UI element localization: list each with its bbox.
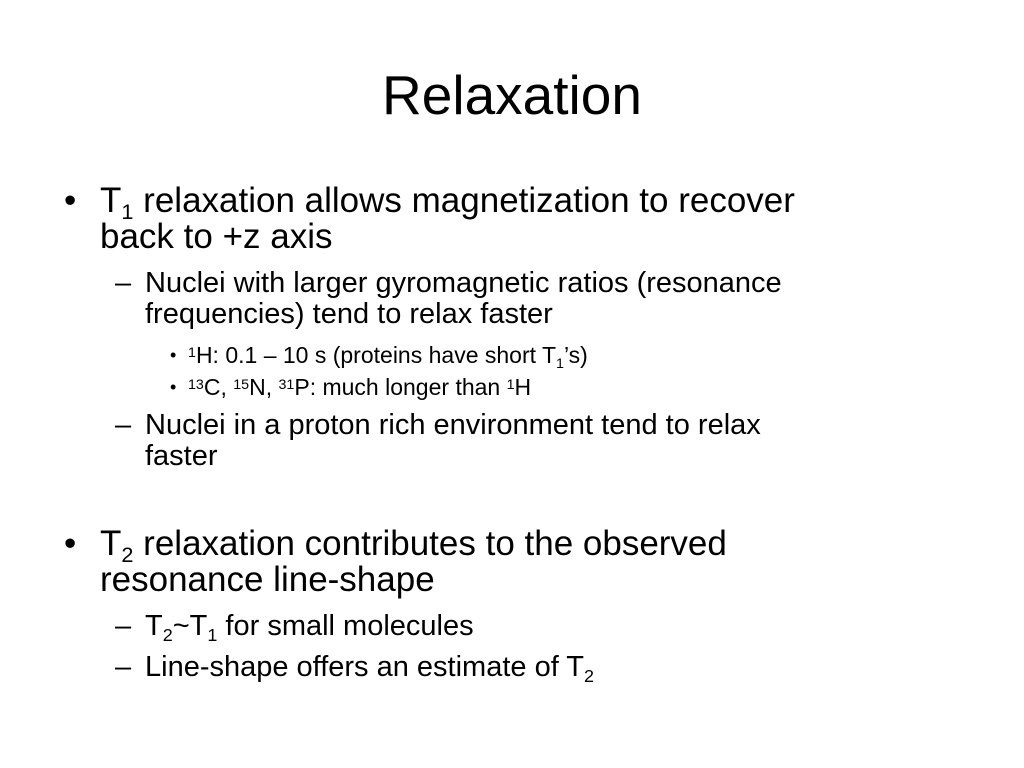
- bullet-text: 13C, 15N, 31P: much longer than 1H: [188, 374, 532, 400]
- bullet-text: 1H: 0.1 – 10 s (proteins have short T1’s…: [188, 342, 588, 372]
- bullet-text: Nuclei with larger gyromagnetic ratios (…: [145, 268, 905, 330]
- text-line: faster: [145, 440, 218, 472]
- bullet-text: T2~T1 for small molecules: [145, 610, 474, 645]
- text-line: back to +z axis: [100, 217, 333, 256]
- slide-title: Relaxation: [382, 64, 642, 126]
- small-bullet-icon: •: [170, 377, 177, 397]
- small-bullet-icon: •: [170, 345, 177, 365]
- bullet-icon: •: [64, 524, 77, 563]
- dash-icon: –: [115, 651, 132, 683]
- text-line: Nuclei with larger gyromagnetic ratios (…: [145, 267, 782, 299]
- dash-icon: –: [115, 409, 132, 441]
- text-line: Nuclei in a proton rich environment tend…: [145, 409, 761, 441]
- bullet-text: T2 relaxation contributes to the observe…: [100, 526, 930, 598]
- dash-icon: –: [115, 610, 132, 642]
- text-line: frequencies) tend to relax faster: [145, 298, 553, 330]
- text-line: T1 relaxation allows magnetization to re…: [100, 181, 795, 224]
- text-line: T2 relaxation contributes to the observe…: [100, 524, 727, 567]
- bullet-text: Line-shape offers an estimate of T2: [145, 651, 595, 686]
- bullet-icon: •: [64, 181, 77, 220]
- bullet-text: T1 relaxation allows magnetization to re…: [100, 183, 930, 255]
- dash-icon: –: [115, 267, 132, 299]
- text-line: resonance line-shape: [100, 560, 435, 599]
- bullet-text: Nuclei in a proton rich environment tend…: [145, 410, 905, 472]
